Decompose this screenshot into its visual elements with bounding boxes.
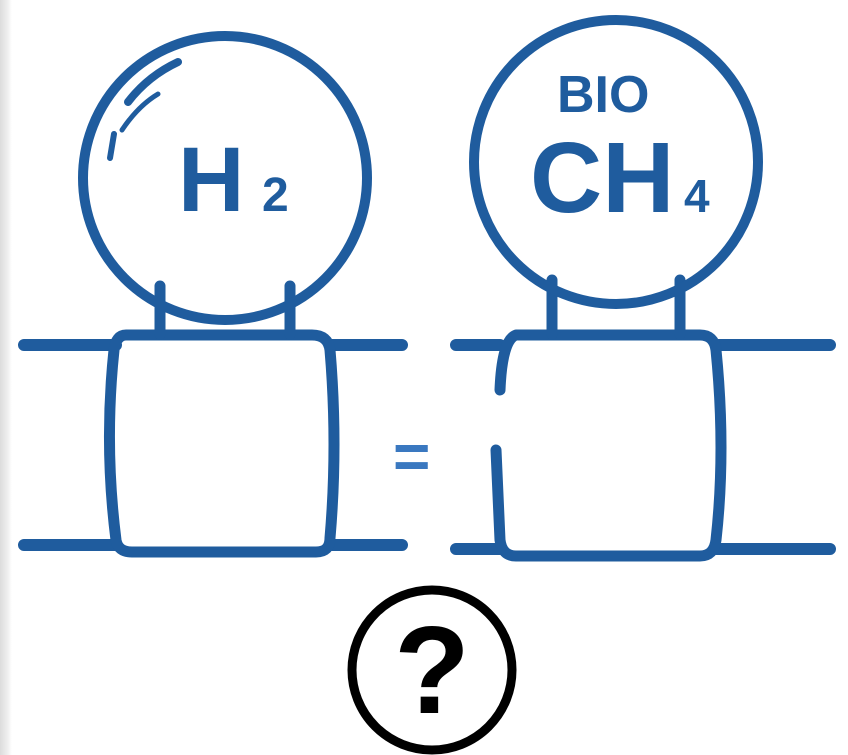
h2-balloon-shine-dot bbox=[107, 131, 117, 161]
ch4-balloon bbox=[469, 15, 763, 309]
h2-balloon-shine bbox=[124, 58, 182, 106]
ch4-label-main: CH bbox=[530, 122, 674, 234]
question-mark-icon: ? bbox=[347, 585, 517, 755]
ch4-prefix-bio: BIO bbox=[557, 66, 649, 124]
h2-label-main: H bbox=[178, 129, 244, 231]
equals-sign: = bbox=[393, 420, 430, 492]
h2-pipe-assembly bbox=[18, 31, 408, 558]
h2-balloon bbox=[78, 31, 372, 325]
h2-label-subscript: 2 bbox=[262, 169, 289, 222]
left-edge-strip bbox=[0, 0, 12, 755]
ch4-coupling-box bbox=[490, 329, 727, 562]
h2-neck bbox=[154, 280, 296, 340]
h2-balloon-shine-2 bbox=[119, 91, 161, 133]
biomethane-pipe-assembly bbox=[450, 15, 836, 562]
h2-coupling-box bbox=[103, 329, 340, 558]
question-circle bbox=[347, 585, 517, 755]
ch4-label-subscript: 4 bbox=[684, 170, 710, 222]
question-mark-glyph: ? bbox=[394, 602, 470, 740]
